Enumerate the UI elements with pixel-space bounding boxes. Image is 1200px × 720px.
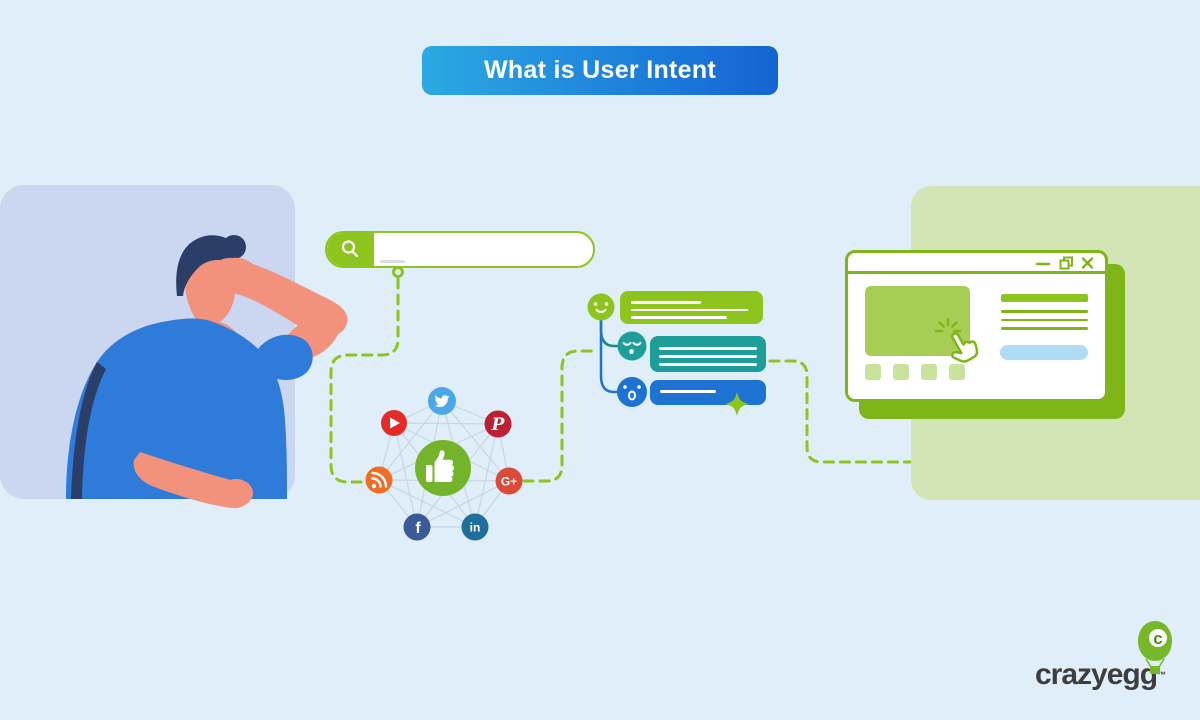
thumbs-up-icon [415, 440, 471, 496]
text-line [659, 347, 757, 350]
emoji-sleepy-icon [617, 331, 647, 361]
thumbnail [949, 364, 965, 380]
close-icon [1081, 257, 1094, 269]
hero-image [865, 286, 970, 356]
svg-text:in: in [470, 521, 481, 535]
text-line [1001, 310, 1088, 313]
svg-text:f: f [415, 520, 421, 537]
text-cursor [380, 260, 405, 263]
text-line [631, 316, 727, 319]
hair-bun [222, 235, 246, 259]
person-torso [66, 318, 287, 499]
person-raised-arm [206, 257, 348, 337]
result-bar-sleepy [650, 336, 766, 372]
tm-mark: ™ [1157, 670, 1167, 680]
linkedin-icon: in [461, 513, 489, 541]
page-title: What is User Intent [483, 56, 717, 84]
text-line [659, 355, 757, 358]
svg-text:c: c [1153, 629, 1162, 648]
text-line [1001, 327, 1088, 330]
balloon-icon: c [1138, 621, 1172, 674]
text-line [631, 308, 748, 311]
facebook-icon: f [403, 513, 431, 541]
cta-button-pill [1000, 345, 1088, 360]
result-bar-surprised [650, 380, 766, 405]
browser-window [845, 250, 1108, 402]
title-banner: What is User Intent [422, 46, 778, 95]
stem-teal [599, 316, 618, 348]
text-line [660, 390, 716, 393]
stem-blue [599, 316, 618, 394]
pinterest-icon: P [484, 410, 512, 438]
rss-icon [365, 466, 393, 494]
search-bar [325, 231, 595, 268]
thumbnail [921, 364, 937, 380]
brand-wordmark: crazyegg [1035, 658, 1158, 691]
result-bar-happy [620, 291, 763, 324]
youtube-icon [381, 410, 407, 436]
search-button [327, 233, 374, 266]
person-illustration [0, 185, 348, 509]
headline-bar [1001, 294, 1088, 302]
social-network: P G+ f in [365, 387, 523, 541]
svg-text:P: P [491, 415, 506, 435]
window-controls [1035, 256, 1094, 270]
emoji-surprised-icon [617, 377, 647, 407]
thumbnail [865, 364, 881, 380]
shirt-sleeve [255, 334, 313, 380]
person-hand [219, 479, 253, 507]
logo: crazyegg™ [1035, 658, 1166, 692]
google-plus-icon: G+ [495, 467, 523, 495]
text-line [659, 363, 757, 366]
thumbnail [893, 364, 909, 380]
svg-text:G+: G+ [501, 475, 517, 489]
twitter-icon [428, 387, 456, 415]
browser-titlebar [848, 253, 1105, 274]
restore-icon [1059, 256, 1073, 270]
connector-dot [392, 266, 404, 278]
person-hair [176, 235, 234, 296]
emoji-happy-icon [587, 293, 615, 321]
text-line [1001, 318, 1088, 321]
shirt-shadow [71, 362, 106, 499]
search-icon [341, 240, 359, 258]
text-line [631, 301, 701, 304]
